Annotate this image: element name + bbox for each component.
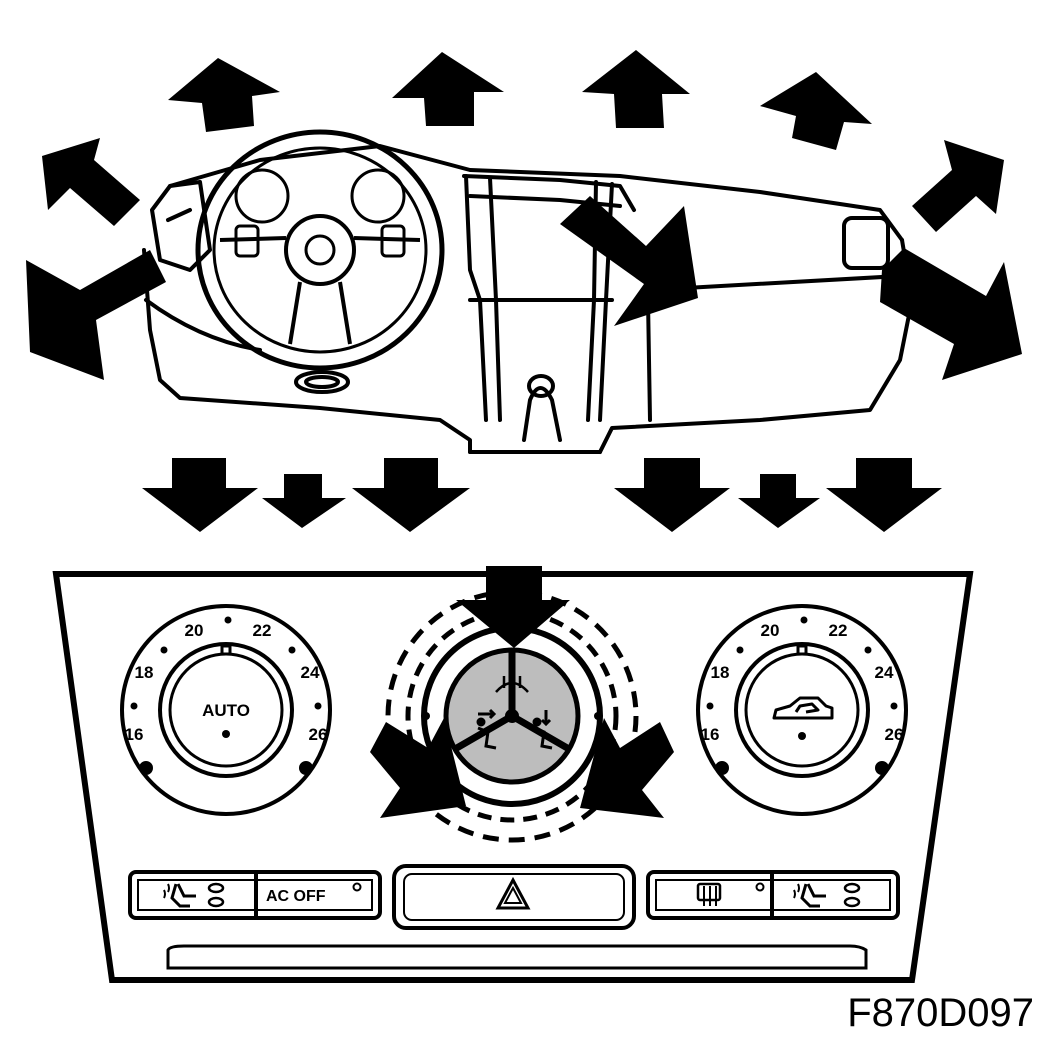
- arrow-right-lower: [880, 248, 1022, 380]
- seat-heater-icon: [793, 882, 861, 908]
- arrow-down-3: [352, 458, 470, 532]
- right-dial-tick-20: 20: [761, 621, 780, 640]
- ac-off-button[interactable]: AC OFF: [266, 882, 362, 906]
- right-temperature-dial[interactable]: 16 18 20 22 24 26: [696, 604, 908, 816]
- arrow-lower-left: [370, 718, 466, 818]
- right-dial-tick-18: 18: [711, 663, 730, 682]
- arrow-down-2: [262, 474, 346, 528]
- arrow-lower-right: [580, 718, 674, 818]
- hazard-triangle-icon: [495, 876, 531, 910]
- arrow-diagonal-in: [560, 196, 698, 326]
- airflow-arrows: [26, 50, 1022, 380]
- left-dial-tick-26: 26: [309, 725, 328, 744]
- right-dial-tick-22: 22: [829, 621, 848, 640]
- windshield-defrost-icon: [495, 674, 529, 693]
- right-seat-heater-button[interactable]: [793, 882, 861, 908]
- control-panel: [52, 571, 974, 983]
- rear-defrost-button[interactable]: [696, 882, 765, 907]
- left-dial-tick-16: 16: [125, 725, 144, 744]
- arrow-down-5: [738, 474, 820, 528]
- left-dial-tick-18: 18: [135, 663, 154, 682]
- arrow-up-4: [760, 72, 872, 150]
- right-dial-tick-16: 16: [701, 725, 720, 744]
- arrow-down-4: [614, 458, 730, 532]
- face-vent-icon: [476, 708, 497, 750]
- car-recirculation-icon: [772, 696, 834, 720]
- dashboard-outline: [142, 144, 914, 454]
- left-seat-heater-button[interactable]: [163, 882, 225, 908]
- left-temperature-dial[interactable]: AUTO 16 18 20 22 24 26: [120, 604, 332, 816]
- arrow-up-1: [168, 58, 280, 132]
- button-strip: [128, 864, 900, 930]
- arrow-up-2: [392, 52, 504, 126]
- left-dial-tick-24: 24: [301, 663, 320, 682]
- right-dial-tick-24: 24: [875, 663, 894, 682]
- left-dial-auto-label: AUTO: [202, 701, 250, 720]
- arrow-down-center: [456, 566, 570, 648]
- downward-arrows: [142, 458, 942, 532]
- arrow-up-3: [582, 50, 690, 128]
- hazard-button[interactable]: [495, 876, 531, 910]
- arrow-up-left: [42, 138, 140, 226]
- arrow-up-right: [912, 140, 1004, 232]
- left-dial-tick-22: 22: [253, 621, 272, 640]
- panel-bottom-slot: [166, 944, 868, 970]
- ac-off-label: AC OFF: [266, 888, 326, 905]
- right-dial-tick-26: 26: [885, 725, 904, 744]
- panel-frame: [52, 571, 974, 983]
- arrow-down-1: [142, 458, 258, 532]
- arrow-down-6: [826, 458, 942, 532]
- mode-arrows: [370, 566, 674, 818]
- foot-vent-icon: [532, 710, 553, 750]
- figure-code: F870D097: [847, 991, 1034, 1035]
- arrow-left-lower: [26, 250, 166, 380]
- airflow-mode-dial[interactable]: [385, 589, 639, 843]
- steering-wheel: [195, 129, 445, 371]
- seat-heater-icon: [163, 882, 225, 908]
- left-dial-tick-20: 20: [185, 621, 204, 640]
- rear-defrost-icon: [696, 882, 722, 906]
